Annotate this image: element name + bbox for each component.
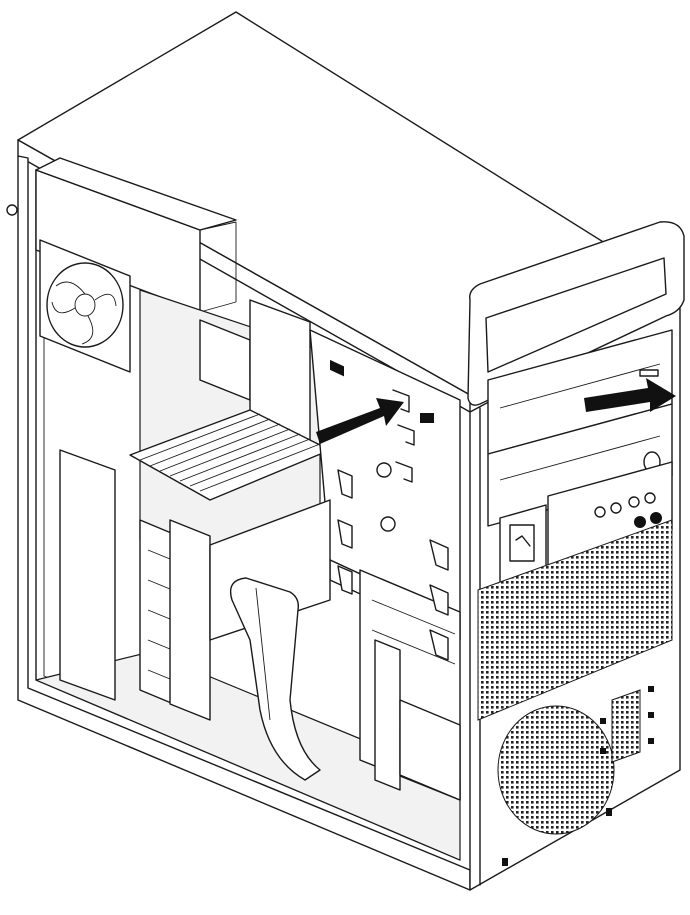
arrow-remove xyxy=(584,378,676,412)
arrow-insert xyxy=(316,398,404,444)
front-vents xyxy=(477,519,673,866)
rear-fan xyxy=(39,239,131,373)
pci-card xyxy=(374,639,461,801)
ribbon-cable xyxy=(229,577,321,781)
front-handle xyxy=(467,221,685,406)
heatsink xyxy=(129,409,331,501)
motherboard xyxy=(129,289,331,601)
front-io-panel xyxy=(499,461,673,584)
